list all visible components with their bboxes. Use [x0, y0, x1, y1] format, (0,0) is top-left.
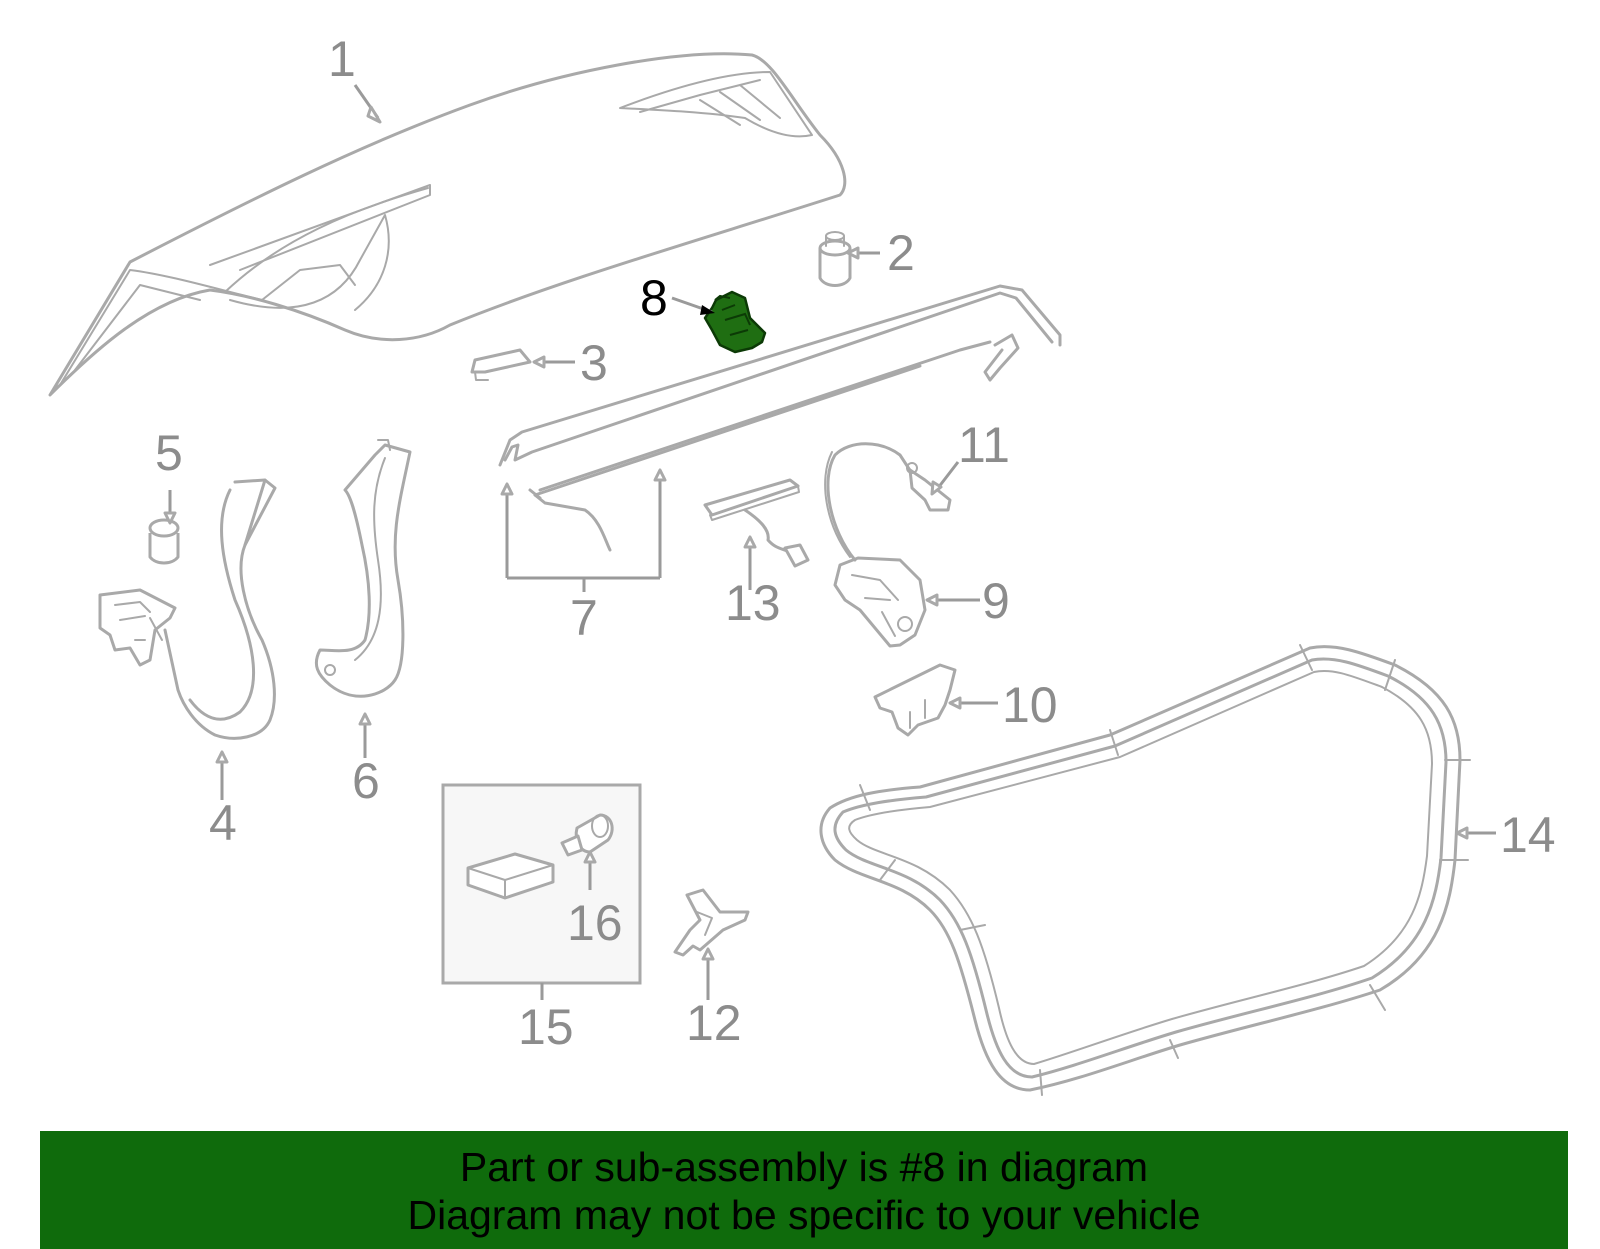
callout-9[interactable]: 9: [982, 573, 1010, 629]
part-13-wire-harness[interactable]: [703, 478, 810, 568]
part-16-bumper[interactable]: [560, 813, 614, 857]
callout-5[interactable]: 5: [155, 425, 183, 481]
callout-11[interactable]: 11: [958, 417, 1010, 473]
callout-12[interactable]: 12: [686, 995, 742, 1051]
callout-2[interactable]: 2: [887, 225, 915, 281]
part-4-hinge[interactable]: [98, 478, 277, 740]
part-7-torsion-rods[interactable]: [498, 284, 1062, 552]
callout-16[interactable]: 16: [567, 895, 623, 951]
callout-1[interactable]: 1: [328, 31, 356, 87]
callout-10[interactable]: 10: [1002, 677, 1058, 733]
part-8-bracket-highlighted[interactable]: [703, 290, 767, 354]
callout-3[interactable]: 3: [580, 335, 608, 391]
part-1-trunk-lid[interactable]: [48, 52, 847, 397]
callout-labels: 1 2 3 4 5 6 7 8 9 10 11 12 13 14 15 16: [155, 31, 1556, 1055]
callout-7[interactable]: 7: [570, 590, 598, 646]
banner-line-2: Diagram may not be specific to your vehi…: [407, 1192, 1201, 1238]
part-9-latch[interactable]: [833, 556, 927, 648]
callout-13[interactable]: 13: [725, 575, 781, 631]
part-14-weatherstrip[interactable]: [819, 644, 1471, 1096]
part-5-bumper[interactable]: [148, 518, 180, 565]
callout-4[interactable]: 4: [209, 795, 237, 851]
part-15-kit[interactable]: [441, 783, 642, 985]
callout-6[interactable]: 6: [352, 753, 380, 809]
banner-line-1: Part or sub-assembly is #8 in diagram: [459, 1144, 1149, 1190]
leader-lines: [163, 84, 1496, 1000]
callout-15[interactable]: 15: [518, 999, 574, 1055]
part-2-bumper[interactable]: [818, 231, 852, 287]
part-11-release-cable[interactable]: [824, 442, 952, 562]
callout-8-highlighted[interactable]: 8: [640, 270, 668, 326]
part-3-clip[interactable]: [470, 348, 532, 381]
info-banner: Part or sub-assembly is #8 in diagram Di…: [40, 1131, 1568, 1249]
part-6-hinge-arm[interactable]: [314, 439, 412, 698]
part-12-bracket[interactable]: [673, 888, 750, 957]
part-10-striker[interactable]: [873, 663, 957, 737]
callout-14[interactable]: 14: [1500, 807, 1556, 863]
